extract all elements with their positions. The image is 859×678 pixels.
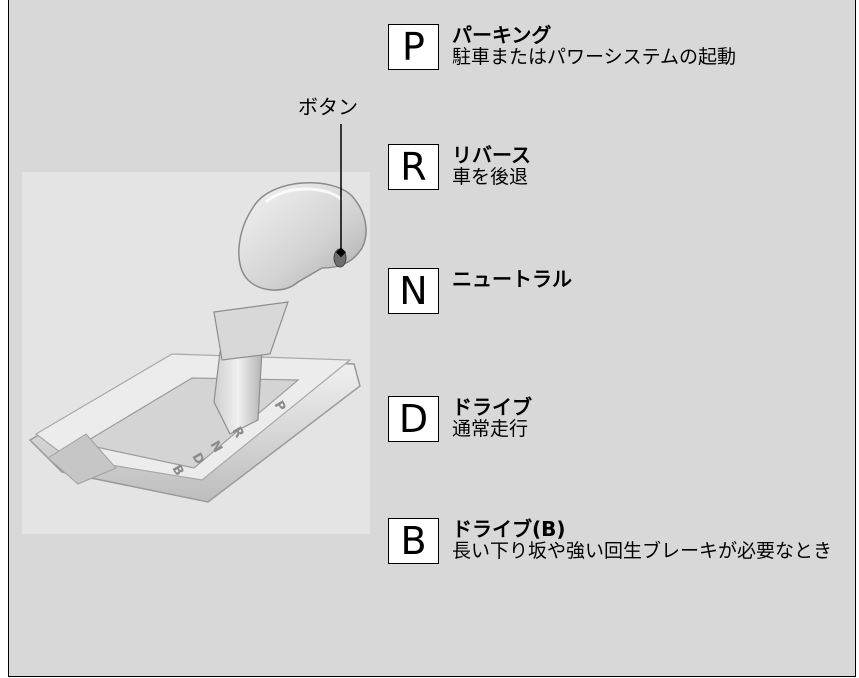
gear-title: リバース [452,143,531,167]
lever-boot [213,301,289,361]
gear-description: 車を後退 [452,166,529,188]
gear-letter-box: N [388,268,439,314]
gear-letter-box: R [388,144,439,190]
gear-description: 駐車またはパワーシステムの起動 [452,46,737,68]
gear-title: ニュートラル [452,267,572,291]
knob-button [333,248,347,268]
gear-title: ドライブ [452,395,532,419]
lever-knob [238,181,367,291]
gear-title: パーキング [452,23,552,47]
knob-highlight [264,187,344,204]
gear-description: 長い下り坂や強い回生ブレーキが必要なとき [452,540,833,562]
gear-description: 通常走行 [452,418,529,440]
gate-recess [47,433,117,485]
button-callout-label: ボタン [298,95,358,119]
gear-letter-box: D [388,396,439,442]
gear-letter-box: B [388,518,439,564]
gear-title: ドライブ(B) [452,517,566,541]
gear-letter-box: P [388,24,439,70]
